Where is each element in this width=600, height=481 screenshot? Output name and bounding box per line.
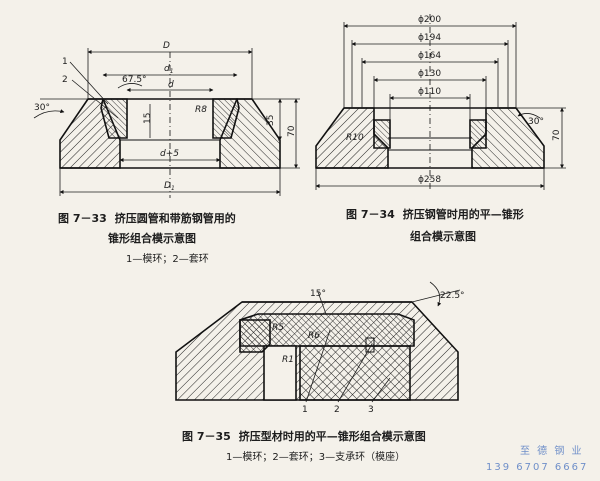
fig34-label-30: 30° — [528, 117, 544, 127]
fig34-30-arc — [517, 112, 541, 119]
fig33-legend: 1—模环；2—套环 — [126, 252, 209, 265]
fig34-label-258: ϕ258 — [418, 175, 441, 185]
fig35-sleeve — [239, 319, 271, 353]
fig34-label-200: ϕ200 — [418, 15, 441, 25]
fig35-legend: 1—模环；2—套环；3—支承环（模座） — [226, 450, 405, 463]
fig35-label-r1: R1 — [282, 355, 294, 365]
watermark-company: 至 德 钢 业 — [520, 444, 584, 457]
fig33-part-2: 2 — [62, 75, 68, 85]
fig34-label-194: ϕ194 — [418, 33, 441, 43]
fig33-label-dplus5: d+5 — [160, 149, 179, 159]
figure-7-34: ϕ200 ϕ194 ϕ164 ϕ130 ϕ110 R10 30° 70 ϕ258… — [315, 14, 566, 243]
fig35-label-15: 15° — [310, 289, 326, 299]
fig35-225-arc — [429, 281, 442, 307]
fig35-label-r6: R6 — [308, 331, 320, 341]
fig35-part-3: 3 — [368, 405, 374, 415]
fig35-label-225: 22.5° — [440, 291, 465, 301]
fig33-leader-1 — [69, 61, 109, 105]
watermark-phone: 139 6707 6667 — [486, 462, 588, 473]
fig33-30-arc — [33, 109, 65, 119]
fig33-label-30: 30° — [34, 103, 50, 113]
fig34-left-die-section — [315, 107, 389, 169]
fig33-label-67: 67.5° — [122, 75, 147, 85]
fig33-label-D: D — [163, 41, 170, 51]
fig34-label-164: ϕ164 — [418, 51, 441, 61]
fig35-die-opening — [263, 345, 297, 401]
fig35-15-leader — [317, 291, 327, 315]
fig35-pin — [365, 337, 375, 353]
fig33-label-70: 70 — [287, 125, 297, 137]
fig33-angle-arc — [117, 83, 143, 89]
fig33-part-1: 1 — [62, 57, 68, 67]
fig35-label-r5: R5 — [272, 323, 284, 333]
fig33-label-15: 15 — [143, 113, 153, 124]
fig35-part-1: 1 — [302, 405, 308, 415]
fig35-part-2: 2 — [334, 405, 340, 415]
fig34-left-sleeve — [373, 119, 391, 149]
fig33-leader-2 — [71, 79, 119, 119]
fig33-label-D1: D1 — [164, 181, 175, 192]
fig35-leader-2 — [337, 343, 373, 403]
fig35-225-ref — [411, 289, 461, 303]
fig33-label-d: d — [168, 80, 174, 90]
fig33-caption-line2: 锥形组合模示意图 — [108, 231, 196, 245]
figure-7-33: D d1 d 67.5° R8 15 35 70 30° d+5 D1 — [33, 41, 300, 265]
fig33-label-d1: d1 — [164, 64, 174, 75]
fig34-label-130: ϕ130 — [418, 69, 441, 79]
fig33-right-sleeve — [212, 98, 240, 139]
fig33-label-r8: R8 — [195, 105, 207, 115]
fig34-right-sleeve — [469, 119, 487, 149]
fig35-leader-1 — [305, 329, 331, 403]
fig34-label-r10: R10 — [346, 133, 364, 143]
fig34-right-die-section — [471, 107, 545, 169]
fig33-label-35: 35 — [266, 115, 276, 126]
fig34-label-70: 70 — [552, 129, 562, 141]
fig34-label-110: ϕ110 — [418, 87, 441, 97]
fig33-left-sleeve — [100, 98, 128, 139]
fig34-caption-line2: 组合模示意图 — [410, 229, 476, 243]
fig35-leader-3 — [371, 377, 391, 403]
